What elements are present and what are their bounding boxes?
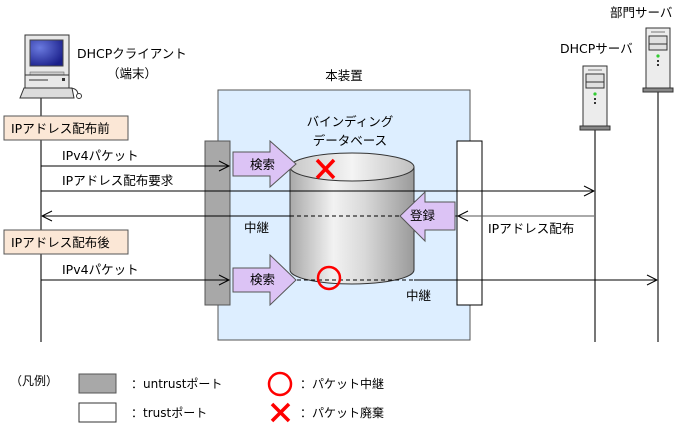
dhcp-server-icon bbox=[579, 65, 611, 131]
phase-after-box bbox=[3, 229, 129, 255]
register-arrow bbox=[399, 190, 456, 243]
register-arrow-label: 登録 bbox=[410, 208, 436, 223]
msg-ip-distribution bbox=[456, 210, 594, 222]
msg-relay-2-label: 中継 bbox=[406, 288, 431, 303]
msg-ipv4-packet-1 bbox=[41, 160, 231, 172]
binding-database-cylinder bbox=[289, 152, 415, 285]
msg-ipv4-packet-2-label: IPv4パケット bbox=[62, 262, 139, 277]
msg-relay-1-label: 中継 bbox=[244, 220, 269, 235]
legend-relay-label: ：パケット中継 bbox=[300, 376, 384, 391]
search-arrow-1 bbox=[232, 139, 297, 189]
legend-discard-label: ：パケット廃棄 bbox=[300, 405, 384, 420]
search-arrow-2-label: 検索 bbox=[250, 272, 275, 287]
packet-discard-icon bbox=[315, 158, 336, 180]
legend-trust-label: ：trustポート bbox=[131, 406, 207, 420]
msg-relay-2 bbox=[290, 274, 659, 286]
legend: （凡例） ：untrustポート ：trustポート ：パケット中継 ：パケット… bbox=[10, 371, 384, 423]
msg-ipv4-packet-1-label: IPv4パケット bbox=[62, 148, 139, 163]
database-label-2: データベース bbox=[313, 133, 387, 148]
phase-before-label: IPアドレス配布前 bbox=[11, 121, 110, 136]
legend-trust-swatch bbox=[78, 402, 117, 423]
client-sublabel: （端末） bbox=[107, 66, 157, 81]
legend-untrust-label: ：untrustポート bbox=[131, 377, 222, 391]
client-label: DHCPクライアント bbox=[77, 46, 187, 61]
dhcp-server-label: DHCPサーバ bbox=[560, 41, 633, 56]
phase-after-label: IPアドレス配布後 bbox=[11, 235, 110, 250]
legend-title: （凡例） bbox=[10, 374, 58, 388]
untrust-port bbox=[204, 140, 231, 306]
msg-ip-distribution-label: IPアドレス配布 bbox=[488, 221, 574, 236]
msg-ip-request bbox=[41, 185, 596, 197]
trust-port bbox=[456, 140, 483, 306]
dept-server-icon bbox=[642, 27, 674, 93]
msg-ipv4-packet-2 bbox=[41, 274, 231, 286]
database-label-1: バインディング bbox=[307, 114, 394, 129]
msg-ip-request-label: IPアドレス配布要求 bbox=[62, 173, 174, 188]
search-arrow-2 bbox=[232, 253, 297, 307]
legend-untrust-swatch bbox=[78, 373, 117, 394]
client-computer-icon bbox=[19, 34, 82, 99]
search-arrow-1-label: 検索 bbox=[250, 157, 275, 172]
device-label: 本装置 bbox=[325, 68, 363, 83]
legend-relay-icon bbox=[267, 371, 293, 397]
dept-server-label: 部門サーバ bbox=[610, 5, 672, 20]
legend-discard-icon bbox=[270, 402, 291, 423]
phase-before-box bbox=[3, 115, 129, 141]
packet-relay-icon bbox=[316, 265, 342, 291]
